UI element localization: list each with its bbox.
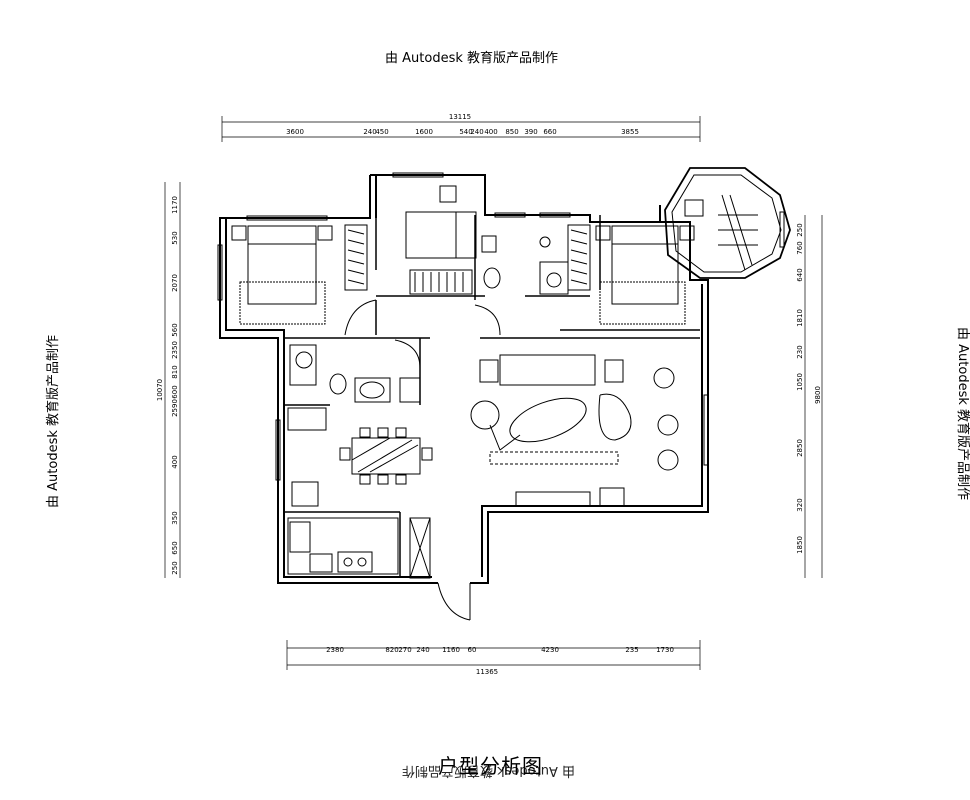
dimension-label-left: 530 [171, 231, 179, 244]
living-room [470, 354, 679, 507]
dimension-label-left: 600 [171, 385, 179, 398]
dimension-label-right: 1850 [796, 536, 804, 554]
dimension-bottom [286, 640, 701, 670]
kitchen [287, 517, 431, 579]
watermark-top: 由 Autodesk 教育版产品制作 [385, 51, 558, 66]
dimension-label-top: 240 [363, 128, 376, 136]
dimension-label-left: 2350 [171, 341, 179, 359]
octagonal-bay [664, 167, 791, 279]
interior-walls [284, 215, 700, 577]
dimension-label-top: 540 [459, 128, 472, 136]
windows [217, 172, 785, 481]
dimension-label-top: 3855 [621, 128, 639, 136]
exterior-walls [219, 174, 709, 584]
dimension-label-bottom-total: 11365 [476, 668, 498, 676]
dimension-label-bottom: 1730 [656, 646, 674, 654]
bedroom-left [231, 224, 368, 325]
dimension-label-left: 560 [171, 323, 179, 336]
dimension-label-bottom: 2380 [326, 646, 344, 654]
dimension-label-top: 3600 [286, 128, 304, 136]
dining-area [291, 427, 433, 507]
bedroom-right [567, 224, 695, 325]
dimension-label-bottom: 270 [398, 646, 411, 654]
dimension-label-right: 1050 [796, 373, 804, 391]
dimension-label-right: 1810 [796, 309, 804, 327]
dimension-label-left: 2590 [171, 399, 179, 417]
dimension-label-left: 350 [171, 511, 179, 524]
dimension-label-bottom: 820 [385, 646, 398, 654]
dimension-label-right: 230 [796, 345, 804, 358]
dimension-label-left: 810 [171, 365, 179, 378]
dimension-label-top: 240 [470, 128, 483, 136]
dimension-label-top: 1600 [415, 128, 433, 136]
dimension-label-left: 250 [171, 561, 179, 574]
dimension-label-right: 320 [796, 498, 804, 511]
dimension-label-bottom: 4230 [541, 646, 559, 654]
bay-furniture [684, 194, 758, 271]
dimension-label-left-total: 10070 [156, 379, 164, 401]
dimension-label-right: 2850 [796, 439, 804, 457]
dimension-label-right: 640 [796, 268, 804, 281]
dimension-label-top-total: 13115 [449, 113, 471, 121]
bathroom-middle [287, 344, 421, 431]
dimension-label-right-total: 9800 [814, 386, 822, 404]
dimension-label-top: 400 [484, 128, 497, 136]
dimension-label-left: 400 [171, 455, 179, 468]
dimension-label-right: 250 [796, 223, 804, 236]
dimension-label-left: 1170 [171, 196, 179, 214]
dimension-right [804, 215, 823, 578]
dimension-label-top: 850 [505, 128, 518, 136]
dimension-label-bottom: 1160 [442, 646, 460, 654]
dimension-label-top: 660 [543, 128, 556, 136]
dimension-label-bottom: 235 [625, 646, 638, 654]
dimension-left [164, 182, 181, 578]
dimension-label-left: 2070 [171, 274, 179, 292]
dimension-label-left: 650 [171, 541, 179, 554]
dimension-label-bottom: 60 [468, 646, 477, 654]
dimension-label-top: 390 [524, 128, 537, 136]
dimension-top [221, 116, 701, 142]
bedroom-middle [405, 185, 477, 295]
plan-caption: 户型分析图 [438, 754, 543, 778]
door-swings [344, 299, 501, 621]
dimension-label-right: 760 [796, 241, 804, 254]
bathroom-top [481, 235, 569, 295]
dimension-label-top: 450 [375, 128, 388, 136]
dimension-label-bottom: 240 [416, 646, 429, 654]
